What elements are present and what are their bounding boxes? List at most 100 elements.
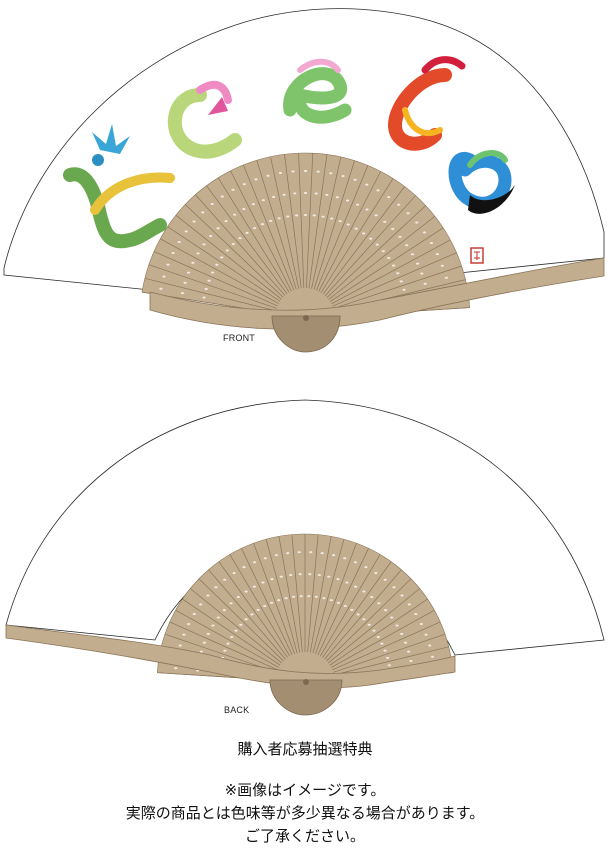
- rib-perforation: [279, 575, 283, 578]
- rib-perforation: [405, 244, 409, 247]
- fan-rib: [284, 154, 302, 289]
- rib-perforation: [242, 183, 246, 186]
- decorative-letters-birds-illustration: [63, 56, 515, 249]
- rib-perforation: [177, 240, 181, 243]
- fan-rib: [144, 277, 276, 312]
- rib-perforation: [387, 664, 391, 667]
- rib-perforation: [266, 174, 270, 177]
- rib-perforation: [409, 659, 413, 662]
- rib-perforation: [215, 263, 219, 266]
- rib-perforation: [320, 552, 324, 555]
- fan-rib: [312, 539, 345, 654]
- rib-perforation: [238, 237, 242, 240]
- rib-perforation: [376, 189, 380, 192]
- rib-perforation: [162, 275, 166, 278]
- fan-rib: [256, 160, 297, 290]
- rib-perforation: [206, 594, 210, 597]
- fan-rib: [278, 536, 301, 653]
- rib-perforation: [242, 566, 246, 569]
- rib-perforation: [335, 196, 339, 199]
- rib-perforation: [226, 642, 230, 645]
- fan-rib: [167, 226, 281, 302]
- rib-perforation: [367, 623, 371, 626]
- fan-rib: [230, 170, 292, 292]
- rib-perforation: [365, 208, 369, 211]
- rib-perforation: [341, 175, 345, 178]
- rib-perforation: [263, 605, 267, 608]
- rib-perforation: [414, 612, 418, 615]
- rib-perforation: [209, 234, 213, 237]
- fan-rib: [333, 265, 462, 309]
- rib-perforation: [365, 183, 369, 186]
- rib-perforation: [411, 679, 415, 682]
- red-seal-stamp-icon: [470, 247, 484, 264]
- rib-perforation: [261, 581, 265, 584]
- rib-perforation: [186, 271, 191, 274]
- rib-perforation: [395, 624, 399, 627]
- fan-pivot-back: [269, 679, 343, 716]
- rib-perforation: [278, 172, 283, 175]
- rib-perforation: [187, 623, 191, 626]
- rib-perforation: [330, 217, 334, 220]
- rib-perforation: [317, 573, 321, 576]
- rib-perforation: [261, 199, 265, 202]
- rib-perforation: [171, 252, 175, 255]
- fan-rib: [253, 543, 295, 654]
- rib-perforation: [428, 314, 432, 317]
- rib-perforation: [391, 264, 396, 267]
- fan-rib: [311, 156, 342, 289]
- rib-perforation: [239, 623, 243, 626]
- rib-perforation: [291, 170, 295, 173]
- fan-rib: [153, 251, 278, 307]
- fan-rib: [318, 171, 382, 292]
- rib-perforation: [384, 609, 388, 612]
- rib-perforation: [325, 193, 329, 196]
- rib-perforation: [450, 314, 454, 317]
- rib-perforation: [381, 250, 385, 253]
- rib-perforation: [294, 214, 299, 217]
- rib-perforation: [407, 603, 411, 606]
- rib-perforation: [298, 573, 302, 576]
- rib-perforation: [321, 215, 325, 218]
- rib-perforation: [329, 599, 333, 602]
- fan-guard-back: [5, 624, 456, 689]
- rib-perforation: [204, 287, 208, 290]
- rib-perforation: [180, 292, 185, 295]
- fan-rib: [306, 153, 314, 289]
- rib-perforation: [231, 242, 235, 245]
- rib-perforation: [316, 170, 320, 173]
- fan-rib: [331, 239, 451, 305]
- rib-perforation: [166, 263, 170, 266]
- fan-rib: [217, 177, 290, 293]
- rib-perforation: [374, 572, 378, 575]
- rib-perforation: [184, 230, 188, 233]
- rib-perforation: [429, 241, 434, 244]
- fan-rib: [313, 160, 355, 290]
- rib-perforation: [336, 578, 340, 581]
- back-label: BACK: [224, 705, 250, 715]
- rib-perforation: [375, 243, 379, 246]
- rib-perforation: [374, 214, 378, 217]
- fan-rib: [265, 539, 298, 654]
- rib-perforation: [420, 272, 424, 275]
- rib-perforation: [387, 196, 391, 199]
- fan-rib: [243, 164, 295, 291]
- rib-perforation: [423, 282, 427, 285]
- fan-rib: [308, 154, 328, 289]
- rib-perforation: [383, 220, 387, 223]
- rib-perforation: [355, 203, 360, 206]
- rib-perforation: [370, 596, 374, 599]
- rib-perforation: [406, 212, 410, 215]
- rib-perforation: [403, 641, 408, 644]
- fan-rib: [195, 194, 286, 296]
- rib-perforation: [256, 608, 260, 611]
- rib-perforation: [369, 237, 373, 240]
- rib-perforation: [233, 213, 237, 216]
- rib-perforation: [286, 215, 290, 218]
- rib-perforation: [400, 594, 404, 597]
- rib-perforation: [207, 279, 211, 282]
- rib-perforation: [402, 288, 406, 291]
- rib-perforation: [435, 253, 439, 256]
- fan-rib: [326, 205, 426, 298]
- rib-perforation: [396, 272, 400, 275]
